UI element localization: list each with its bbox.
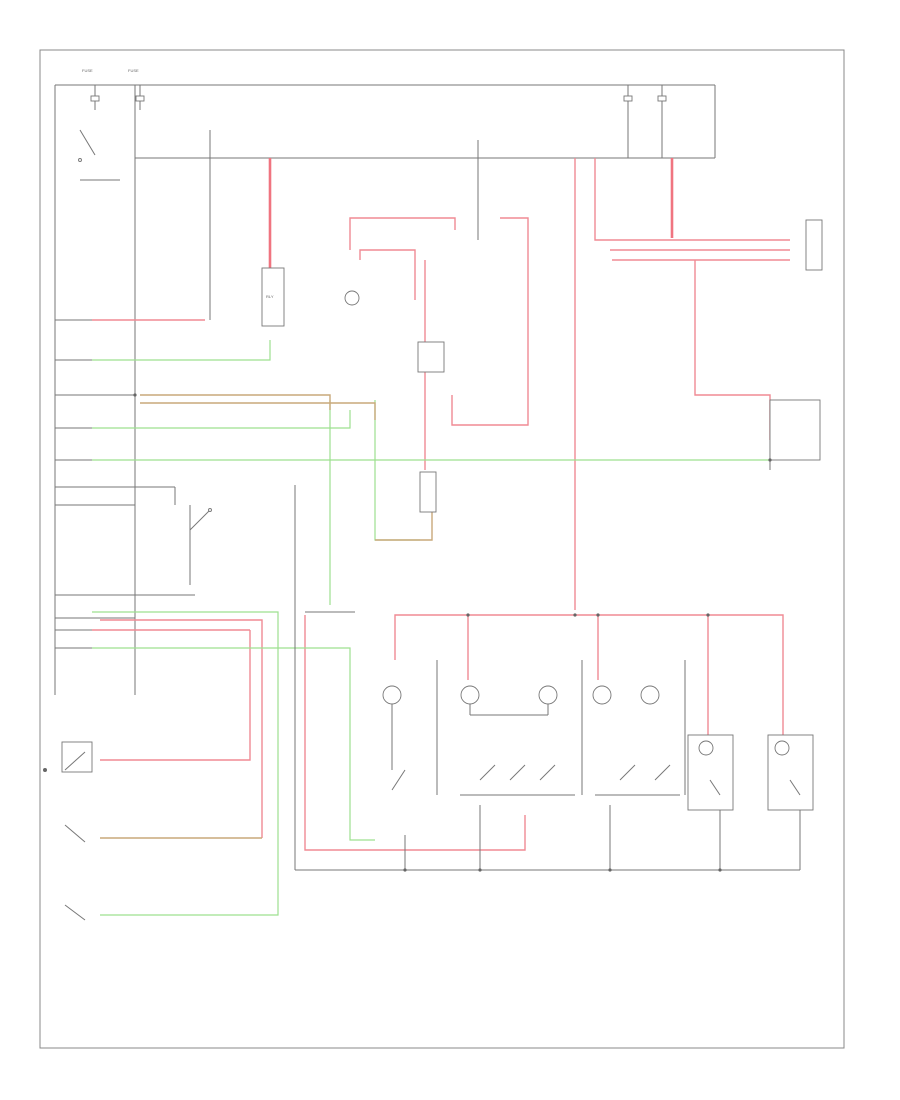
ignition-switch (78, 129, 120, 181)
fuse-left-a: FUSE (82, 68, 100, 110)
right-door-switch (64, 824, 86, 843)
fuse-right-b (657, 85, 667, 158)
relay-mid (417, 341, 445, 373)
left-junction-block (55, 319, 135, 649)
interior-lamp-1 (382, 685, 406, 791)
interior-lamp-3 (592, 685, 680, 796)
fuse-left-b: FUSE (128, 68, 145, 110)
svg-text:FUSE: FUSE (128, 68, 139, 73)
interior-lamp-2 (460, 685, 575, 796)
top-bus (54, 84, 716, 695)
svg-text:RLY: RLY (266, 294, 274, 299)
left-door-switch (43, 741, 93, 773)
relay-top: RLY (261, 267, 285, 327)
luggage-lamp (344, 290, 360, 306)
tan-wiring (100, 394, 433, 839)
left-lamp (687, 734, 734, 811)
junction-dots (133, 393, 772, 872)
combination-meter (769, 399, 821, 461)
right-lamp (767, 734, 814, 811)
luggage-switch (64, 904, 86, 921)
ground-wiring (55, 130, 801, 871)
svg-text:FUSE: FUSE (82, 68, 93, 73)
rear-door-switch (189, 508, 212, 531)
green-wiring (92, 340, 770, 916)
diagram-border (39, 49, 845, 1049)
fuse-right-a (623, 85, 633, 158)
relay-lower (419, 471, 437, 513)
passenger-jb (805, 219, 823, 271)
